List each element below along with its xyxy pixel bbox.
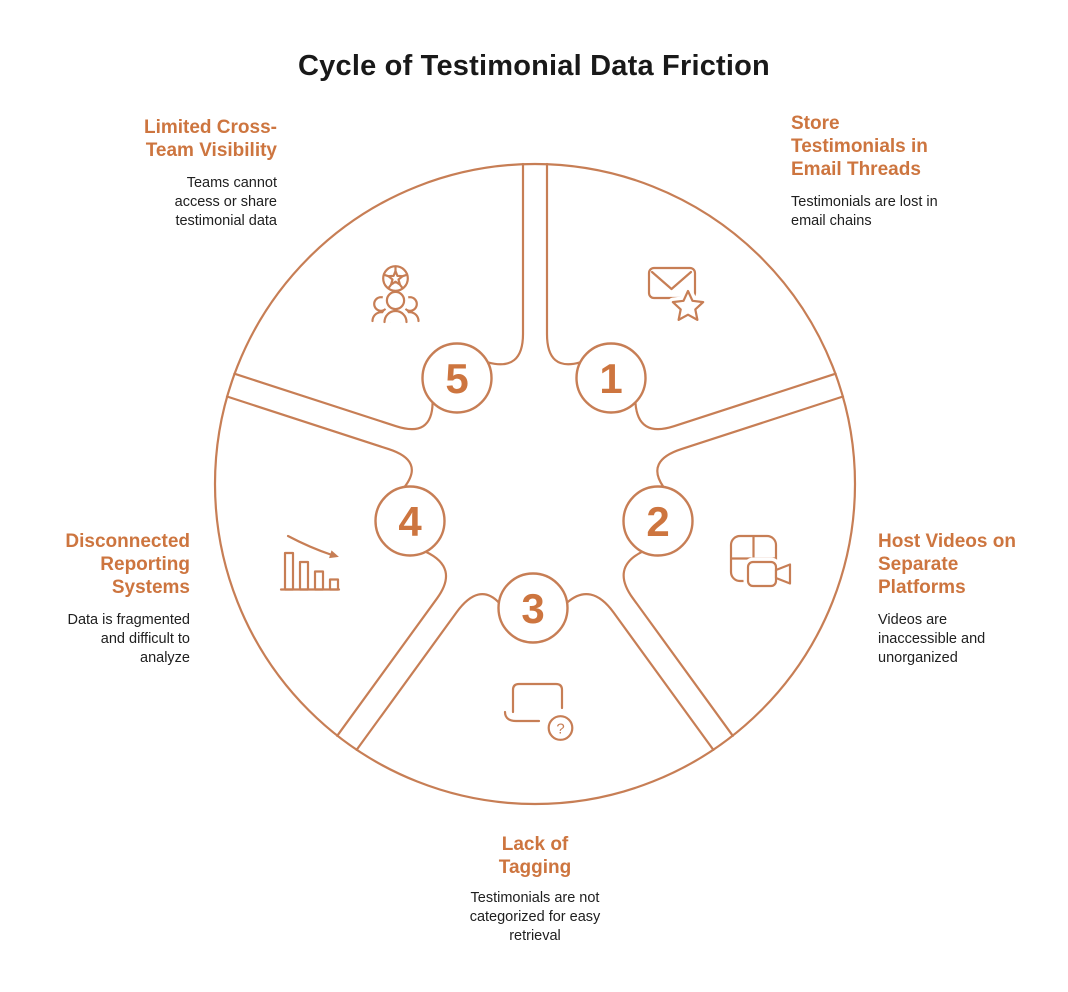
step-circle-3 (497, 572, 569, 644)
step-circle-5 (421, 342, 493, 414)
team-visibility-icon (371, 265, 420, 327)
step-description: Testimonials are lost in email chains (791, 194, 938, 229)
step-title: Limited Cross-Team Visibility (143, 117, 277, 161)
page-title: Cycle of Testimonial Data Friction (298, 50, 770, 82)
step-label-store-testimonials: Store Testimonials in Email Threads Test… (791, 112, 966, 231)
step-title: Disconnected Reporting Systems (65, 531, 190, 598)
email-star-icon (647, 266, 708, 325)
step-circle-1 (575, 342, 647, 414)
step-number-5: 5 (445, 355, 468, 402)
video-platforms-icon (729, 534, 795, 591)
step-number-4: 4 (398, 498, 422, 545)
wheel-outline (213, 162, 857, 806)
step-description: Testimonials are not categorized for eas… (469, 890, 601, 944)
step-title: Lack of Tagging (498, 834, 572, 878)
question-mark-glyph: ? (556, 721, 564, 738)
step-number-3: 3 (521, 585, 544, 632)
step-description: Data is fragmented and difficult to anal… (67, 612, 190, 666)
declining-chart-icon (279, 534, 341, 591)
step-number-1: 1 (599, 355, 622, 402)
step-nodes: 1 2 3 4 5 (374, 342, 694, 644)
laptop-question-icon: ? (503, 682, 577, 745)
step-label-disconnected-reporting: Disconnected Reporting Systems Data is f… (20, 530, 190, 668)
step-label-lack-of-tagging: Lack of Tagging Testimonials are not cat… (385, 833, 685, 946)
step-circle-2 (622, 485, 694, 557)
step-title: Store Testimonials in Email Threads (791, 113, 928, 180)
step-circle-4 (374, 485, 446, 557)
segment-dividers (225, 162, 845, 751)
step-label-limited-visibility: Limited Cross-Team Visibility Teams cann… (87, 116, 277, 231)
step-description: Videos are inaccessible and unorganized (878, 612, 986, 666)
step-description: Teams cannot access or share testimonial… (174, 175, 277, 229)
step-label-host-videos: Host Videos on Separate Platforms Videos… (878, 530, 1053, 668)
step-number-2: 2 (646, 498, 669, 545)
step-title: Host Videos on Separate Platforms (878, 531, 1016, 598)
